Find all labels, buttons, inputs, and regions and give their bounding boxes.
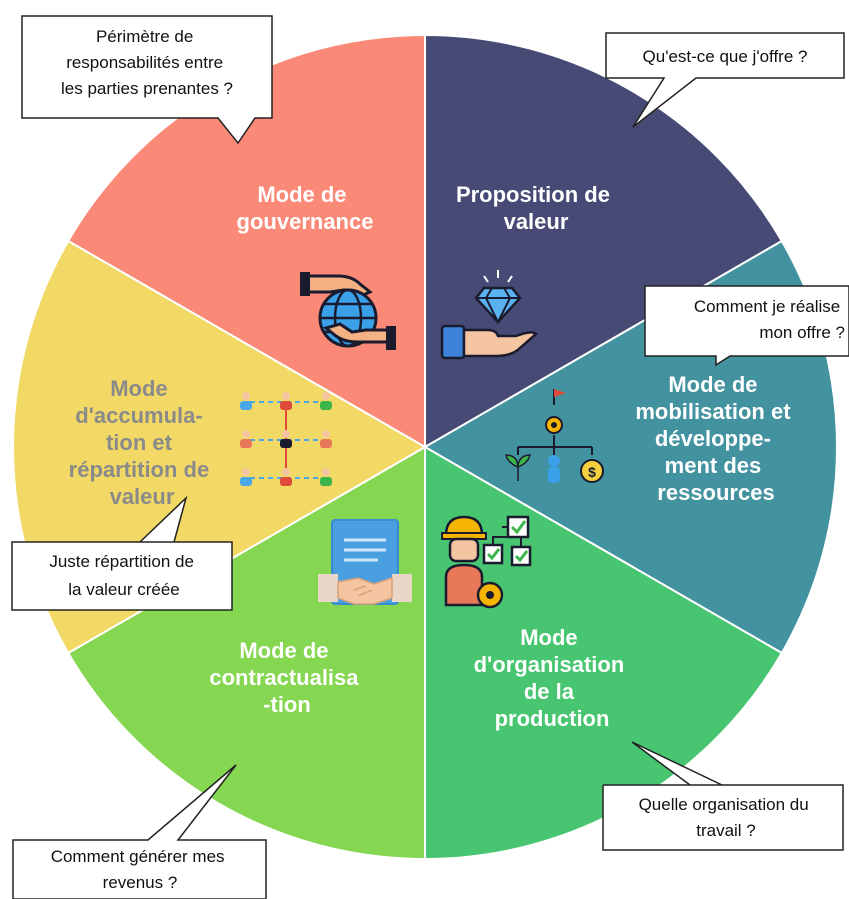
svg-text:Juste répartition de la: Juste répartition de la valeur créée xyxy=(49,552,198,599)
hands-globe-icon xyxy=(300,272,396,350)
callout-resources: Comment je réalise mon offre ? xyxy=(644,285,849,367)
segment-title-governance: Mode de gouvernance xyxy=(237,182,374,234)
svg-text:Comment générer mes reve: Comment générer mes revenus ? xyxy=(51,847,230,892)
segment-title-resources: Mode de mobilisation et développe- ment … xyxy=(635,372,796,505)
svg-text:Quelle organisation du t: Quelle organisation du travail ? xyxy=(639,795,814,840)
callout-value-accumulation: Juste répartition de la valeur créée xyxy=(11,495,233,611)
callout-contracting: Comment générer mes revenus ? xyxy=(12,764,267,899)
segment-title-production: Mode d'organisation de la production xyxy=(474,625,631,731)
contract-handshake-icon xyxy=(318,519,412,605)
segment-title-value-proposition: Proposition de valeur xyxy=(456,182,616,234)
callout-production: Quelle organisation du travail ? xyxy=(602,741,844,851)
diamond-hand-icon xyxy=(440,270,538,360)
segment-title-contracting: Mode de contractualisa -tion xyxy=(209,638,364,717)
people-network-icon xyxy=(240,392,332,486)
resources-tree-icon: $ xyxy=(505,389,604,483)
svg-text:Périmètre de responsabil: Périmètre de responsabilités entre les p… xyxy=(61,27,233,98)
svg-text:$: $ xyxy=(588,464,596,480)
segment-title-value-accumulation: Mode d'accumula- tion et répartition de … xyxy=(69,376,216,509)
svg-text:Comment je réalise mon o: Comment je réalise mon offre ? xyxy=(694,297,845,342)
callout-governance: Périmètre de responsabilités entre les p… xyxy=(21,15,273,145)
worker-checklist-icon xyxy=(441,515,532,609)
svg-text:Qu'est-ce que j'offre ?: Qu'est-ce que j'offre ? xyxy=(643,47,808,66)
callout-value-proposition: Qu'est-ce que j'offre ? xyxy=(605,32,845,128)
